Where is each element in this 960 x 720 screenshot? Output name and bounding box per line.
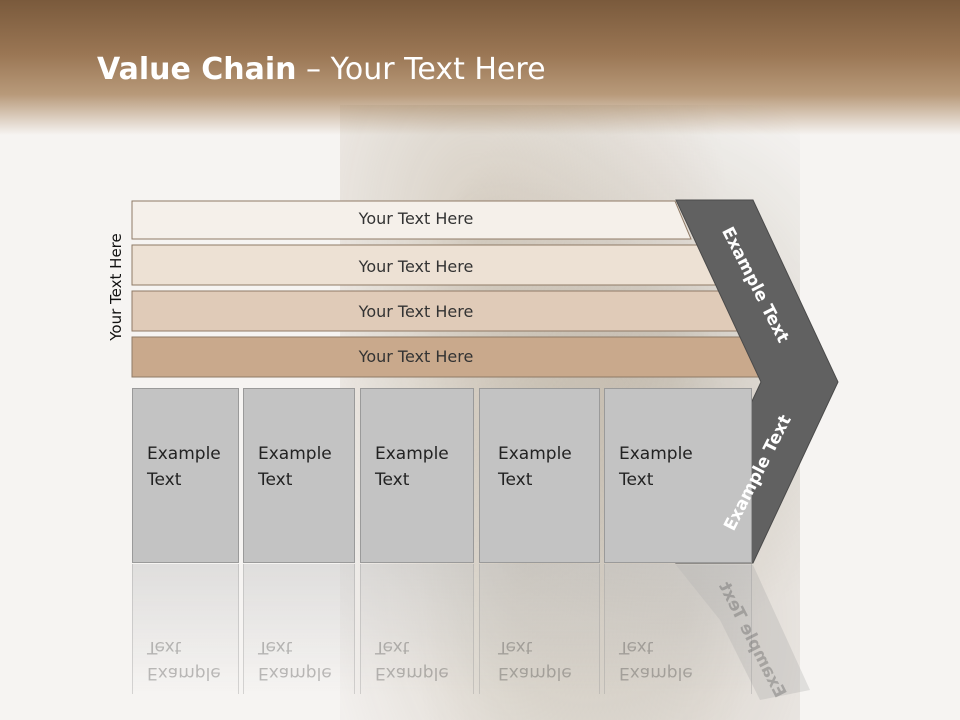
row-band-1	[131, 200, 692, 240]
reflection-4-line2: Text	[498, 637, 533, 657]
reflection-text-1: Example Text	[147, 634, 221, 686]
box-1-line2: Text	[147, 470, 182, 490]
row-label-1: Your Text Here	[358, 209, 474, 228]
reflection-1-line2: Text	[147, 637, 182, 657]
reflection-3-line2: Text	[375, 637, 410, 657]
slide-title: Value Chain – Your Text Here	[97, 52, 546, 87]
box-reflection-4: Example Text	[479, 564, 600, 694]
title-rest: – Your Text Here	[296, 52, 546, 87]
box-reflection-3: Example Text	[360, 564, 474, 694]
reflection-5-line1: Example	[619, 663, 693, 683]
reflection-4-line1: Example	[498, 663, 572, 683]
box-reflection-5: Example Text	[604, 564, 752, 694]
title-bold: Value Chain	[97, 52, 297, 87]
box-1-line1: Example	[147, 444, 221, 464]
reflection-text-2: Example Text	[258, 634, 332, 686]
reflection-2-line1: Example	[258, 663, 332, 683]
reflection-text-4: Example Text	[498, 634, 572, 686]
chevron-reflection	[676, 565, 810, 700]
box-2-line2: Text	[258, 470, 293, 490]
box-5-line1: Example	[619, 444, 693, 464]
box-3-line2: Text	[375, 470, 410, 490]
row-label-3: Your Text Here	[358, 302, 474, 321]
reflection-text-5: Example Text	[619, 634, 693, 686]
reflection-text-3: Example Text	[375, 634, 449, 686]
box-4-line2: Text	[498, 470, 533, 490]
box-5-line2: Text	[619, 470, 654, 490]
reflection-5-line2: Text	[619, 637, 654, 657]
reflection-3-line1: Example	[375, 663, 449, 683]
chevron-arrow	[675, 199, 839, 564]
box-2-line1: Example	[258, 444, 332, 464]
box-reflection-1: Example Text	[132, 564, 239, 694]
header-band	[0, 0, 960, 135]
reflection-1-line1: Example	[147, 663, 221, 683]
side-label: Your Text Here	[107, 233, 125, 341]
row-label-4: Your Text Here	[358, 347, 474, 366]
reflection-2-line2: Text	[258, 637, 293, 657]
box-reflection-2: Example Text	[243, 564, 355, 694]
box-4-line1: Example	[498, 444, 572, 464]
row-label-2: Your Text Here	[358, 257, 474, 276]
box-3-line1: Example	[375, 444, 449, 464]
